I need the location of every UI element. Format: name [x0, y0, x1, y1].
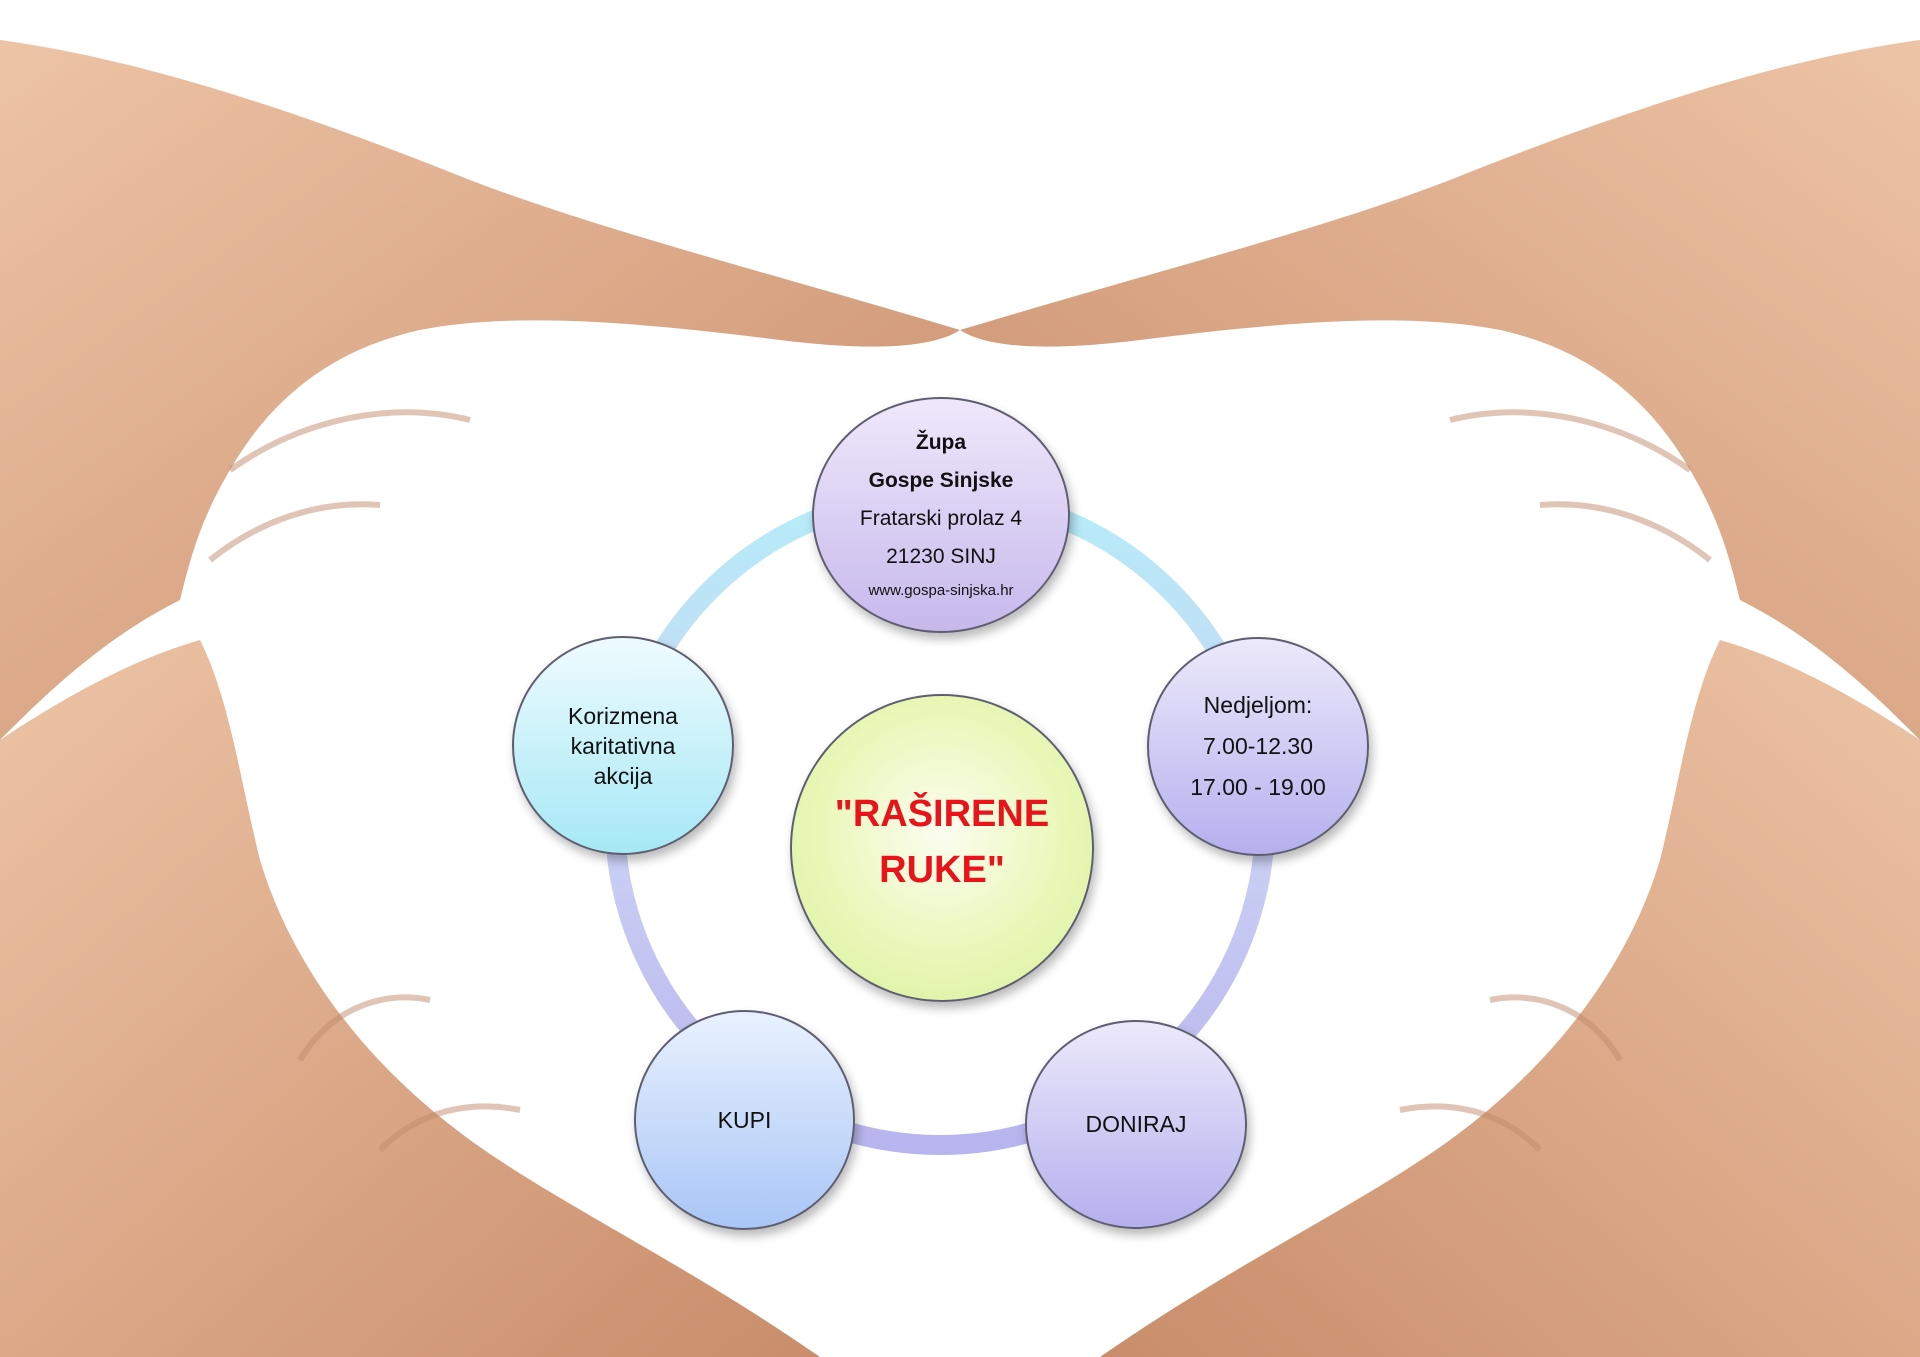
right-hand-bottom: [1100, 640, 1920, 1357]
parish-website: www.gospa-sinjska.hr: [868, 582, 1014, 599]
node-schedule: Nedjeljom: 7.00-12.30 17.00 - 19.00: [1147, 637, 1369, 856]
center-title-line-1: "RAŠIRENE: [834, 793, 1050, 835]
parish-name: Gospe Sinjske: [868, 469, 1014, 492]
right-hand-top: [960, 40, 1920, 740]
left-hand-bottom: [0, 640, 820, 1357]
parish-city: 21230 SINJ: [886, 545, 996, 568]
campaign-line-1: Korizmena: [568, 702, 678, 729]
parish-street: Fratarski prolaz 4: [859, 507, 1023, 530]
campaign-line-3: akcija: [593, 762, 653, 789]
schedule-morning: 7.00-12.30: [1203, 733, 1313, 759]
buy-label: KUPI: [717, 1106, 772, 1133]
node-buy: KUPI: [634, 1010, 855, 1230]
donate-label: DONIRAJ: [1085, 1111, 1187, 1137]
node-center-title: "RAŠIRENE RUKE": [790, 694, 1094, 1002]
node-parish-address: Župa Gospe Sinjske Fratarski prolaz 4 21…: [812, 397, 1070, 633]
schedule-evening: 17.00 - 19.00: [1190, 774, 1326, 800]
left-hand-top: [0, 40, 960, 740]
node-campaign: Korizmena karitativna akcija: [512, 636, 734, 855]
center-title-line-2: RUKE": [879, 849, 1005, 891]
node-donate: DONIRAJ: [1025, 1020, 1247, 1229]
parish-label: Župa: [915, 431, 967, 454]
center-title: "RAŠIRENE RUKE": [835, 786, 1049, 910]
campaign-line-2: karitativna: [570, 732, 676, 759]
schedule-day: Nedjeljom:: [1203, 692, 1313, 718]
